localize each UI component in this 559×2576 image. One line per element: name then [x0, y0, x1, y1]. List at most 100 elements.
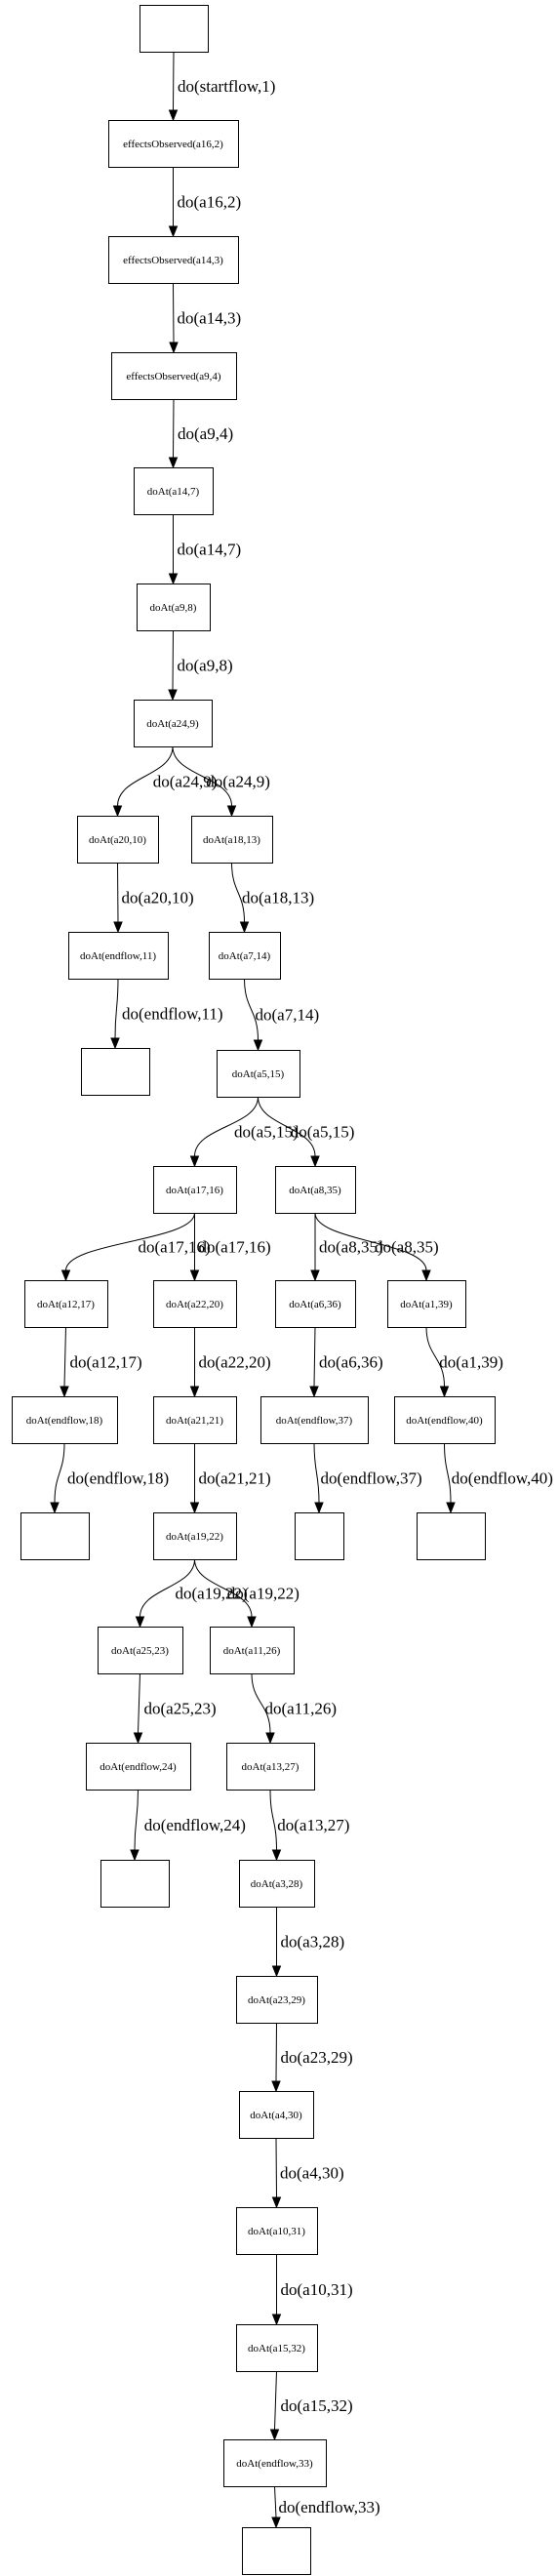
- node-label: doAt(a18,13): [203, 834, 260, 846]
- node-box: [12, 1396, 118, 1444]
- graph-edge: do(a25,23): [133, 1672, 217, 1745]
- node-label: doAt(a4,30): [250, 2110, 302, 2121]
- edge-label: do(a15,32): [281, 2396, 353, 2415]
- graph-edge: do(a8,35): [314, 1212, 439, 1282]
- arrowhead-icon: [271, 2196, 282, 2209]
- graph-edge: do(a11,26): [251, 1672, 337, 1745]
- graph-edge: do(a9,4): [168, 398, 233, 469]
- edge-line: [117, 745, 174, 807]
- graph-edge: do(a22,20): [189, 1327, 271, 1398]
- node-box: [20, 1512, 90, 1560]
- node-box: [68, 932, 169, 980]
- edge-label: do(a19,22): [176, 1585, 248, 1603]
- arrowhead-icon: [189, 1386, 200, 1398]
- edge-line: [258, 1096, 316, 1157]
- node-label: doAt(a5,15): [232, 1068, 285, 1080]
- node-box: [417, 1512, 486, 1560]
- graph-edge: do(a13,27): [269, 1789, 349, 1862]
- graph-edge: do(a10,31): [271, 2254, 353, 2326]
- edge-label: do(a6,36): [319, 1353, 383, 1372]
- graph-edge: do(a9,8): [168, 629, 233, 702]
- edge-label: do(a25,23): [144, 1700, 217, 1718]
- node-box: [86, 1743, 191, 1791]
- edge-line: [275, 2137, 277, 2198]
- arrowhead-icon: [168, 109, 179, 122]
- node-label: doAt(endflow,37): [276, 1415, 353, 1427]
- edge-line: [444, 1442, 452, 1504]
- graph-node: effectsObserved(a9,4): [111, 352, 237, 400]
- graph-edge: do(a6,36): [309, 1326, 383, 1398]
- arrowhead-icon: [112, 805, 123, 818]
- edge-line: [173, 51, 175, 111]
- graph-node: doAt(a25,23): [98, 1627, 183, 1674]
- graph-node: doAt(a11,26): [210, 1627, 295, 1674]
- empty-graph-node: [242, 2527, 311, 2575]
- edge-label: do(a24,9): [153, 773, 218, 791]
- node-box: [153, 1396, 237, 1444]
- arrowhead-icon: [168, 689, 178, 702]
- edge-label: do(a12,17): [70, 1353, 142, 1372]
- arrowhead-icon: [168, 573, 179, 585]
- node-box: [236, 2324, 318, 2372]
- edge-label: do(a17,16): [199, 1238, 271, 1257]
- arrowhead-icon: [189, 1155, 200, 1168]
- node-box: [153, 1280, 237, 1328]
- node-box: [209, 932, 281, 980]
- arrowhead-icon: [271, 1849, 282, 1862]
- edge-line: [313, 1442, 320, 1504]
- edge-label: do(a17,16): [139, 1238, 211, 1257]
- graph-node: doAt(a1,39): [387, 1280, 466, 1328]
- arrowhead-icon: [309, 1386, 319, 1398]
- node-label: doAt(a12,17): [37, 1299, 95, 1310]
- node-box: [239, 2091, 314, 2139]
- edge-label: do(a20,10): [122, 889, 194, 907]
- graph-edge: do(endflow,24): [130, 1789, 246, 1862]
- node-box: [111, 352, 237, 400]
- edge-line: [172, 745, 232, 807]
- edge-line: [173, 398, 175, 459]
- graph-node: doAt(a21,21): [153, 1396, 237, 1444]
- arrowhead-icon: [135, 1616, 145, 1629]
- edge-label: do(a16,2): [178, 193, 242, 212]
- node-box: [223, 2439, 327, 2487]
- edge-line: [269, 1789, 277, 1851]
- edge-line: [244, 978, 259, 1041]
- edge-label: do(a9,4): [178, 424, 233, 443]
- graph-node: doAt(a19,22): [153, 1512, 237, 1560]
- node-label: doAt(endflow,24): [100, 1761, 177, 1773]
- node-box: [394, 1396, 496, 1444]
- graph-edge: do(a20,10): [113, 862, 194, 934]
- edge-line: [274, 2485, 277, 2518]
- graph-edge: do(a17,16): [189, 1213, 271, 1282]
- graph-edge: do(a24,9): [112, 745, 218, 818]
- edge-label: do(a10,31): [281, 2280, 353, 2299]
- arrowhead-icon: [189, 1269, 200, 1282]
- graph-edge: do(a23,29): [271, 2022, 353, 2093]
- graph-node: effectsObserved(a16,2): [108, 120, 239, 168]
- node-box: [24, 1280, 108, 1328]
- edge-line: [173, 282, 175, 343]
- node-label: doAt(a21,21): [166, 1415, 223, 1427]
- arrowhead-icon: [168, 457, 179, 469]
- edge-label: do(endflow,37): [321, 1469, 422, 1488]
- edge-line: [231, 862, 245, 923]
- arrowhead-icon: [314, 1502, 324, 1514]
- graph-edge: do(a14,3): [169, 282, 241, 354]
- edge-line: [314, 1212, 427, 1271]
- node-box: [242, 2527, 311, 2575]
- node-box: [260, 1396, 369, 1444]
- arrowhead-icon: [421, 1269, 431, 1282]
- graph-node: effectsObserved(a14,3): [108, 236, 239, 284]
- edge-line: [54, 1442, 65, 1504]
- edge-label: do(a9,8): [178, 657, 233, 675]
- node-label: doAt(endflow,11): [80, 950, 156, 962]
- arrowhead-icon: [133, 1732, 143, 1745]
- arrowhead-icon: [130, 1849, 140, 1862]
- node-label: doAt(a20,10): [89, 834, 146, 846]
- graph-node: doAt(a13,27): [226, 1743, 315, 1791]
- graph-edge: do(a7,14): [244, 978, 319, 1052]
- node-label: doAt(a10,31): [248, 2226, 305, 2237]
- edge-line: [425, 1326, 445, 1388]
- node-label: effectsObserved(a9,4): [126, 371, 221, 382]
